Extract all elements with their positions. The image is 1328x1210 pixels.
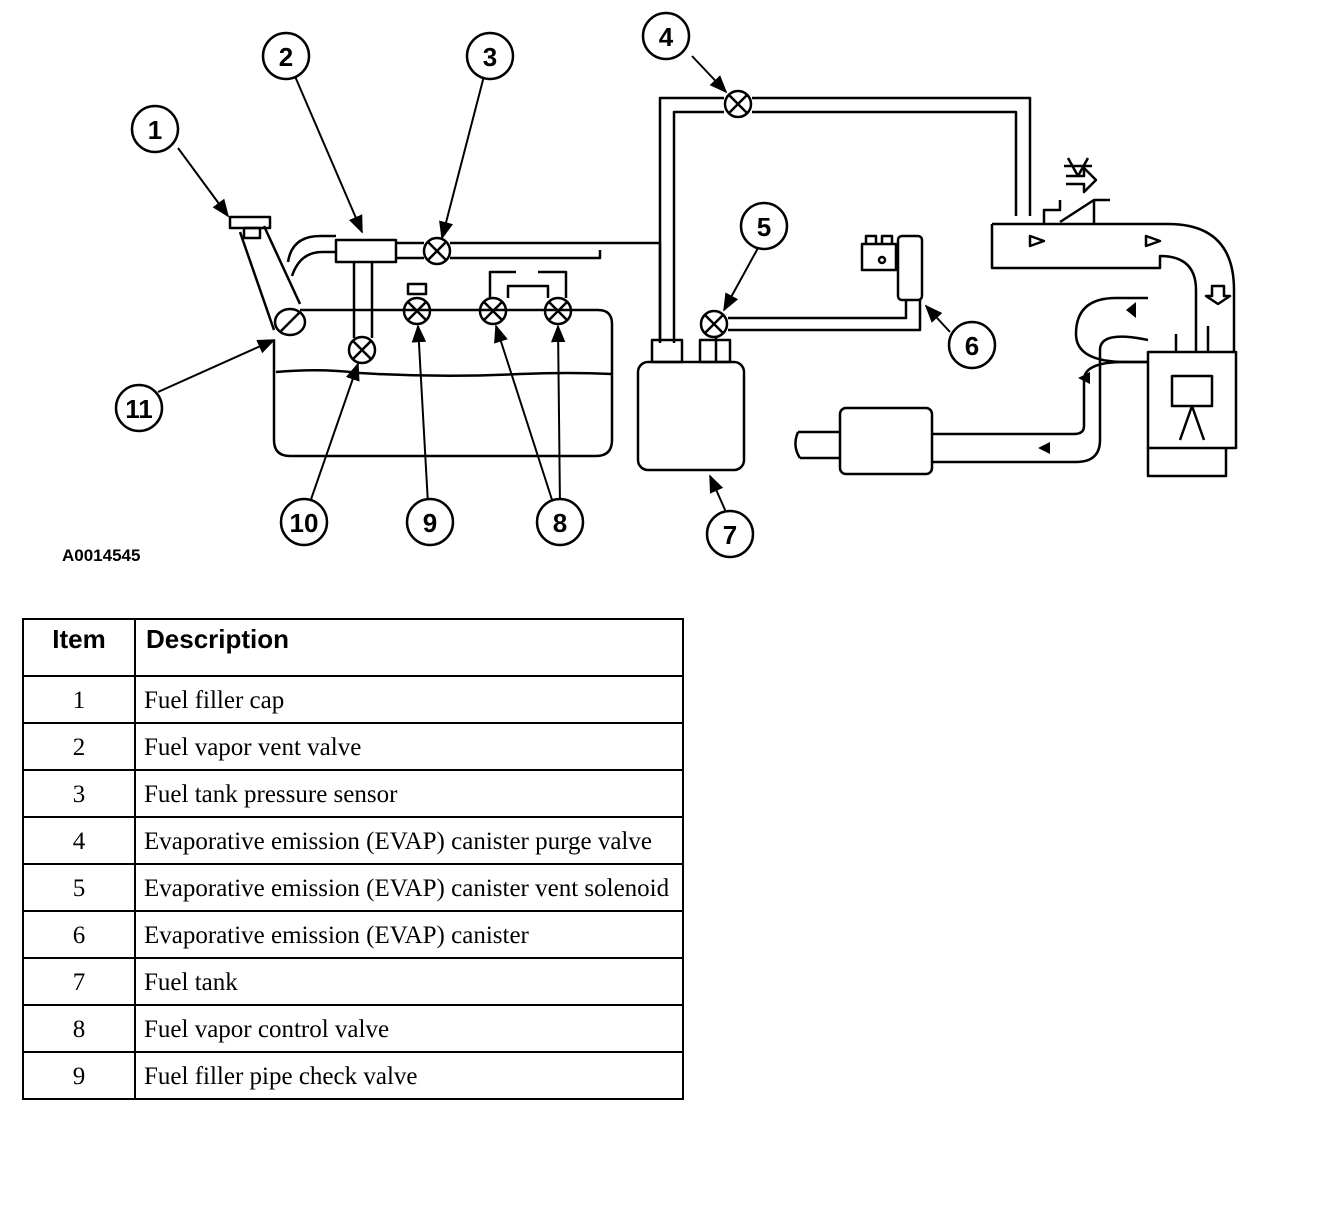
callout-label-9: 9 (423, 508, 437, 538)
leader-8b (550, 324, 566, 507)
callout-label-8: 8 (553, 508, 567, 538)
leader-6 (924, 304, 951, 333)
table-row: 7 Fuel tank (22, 957, 684, 1006)
leader-5 (723, 247, 759, 312)
callout-circle-2 (261, 31, 311, 81)
engine-cylinder (1146, 326, 1238, 478)
row-description: Fuel vapor control valve (134, 1004, 684, 1053)
callout-circle-7 (705, 509, 755, 559)
callout-label-6: 6 (965, 331, 979, 361)
row-item: 2 (22, 722, 136, 771)
fuel-tank-pressure-sensor (422, 236, 452, 266)
row-item: 7 (22, 957, 136, 1006)
fuel-vapor-control-valves (478, 270, 573, 326)
row-description: Fuel filler cap (134, 675, 684, 724)
exhaust-flow-arrows (1038, 302, 1136, 454)
row-description: Evaporative emission (EVAP) canister ven… (134, 863, 684, 912)
table-row: 2 Fuel vapor vent valve (22, 722, 684, 771)
callout-circle-3 (465, 31, 515, 81)
callout-circle-4 (641, 11, 691, 61)
row-item: 1 (22, 675, 136, 724)
header-item: Item (22, 618, 136, 677)
callout-circle-6 (947, 320, 997, 370)
callout-circle-5 (739, 201, 789, 251)
callout-circle-10 (279, 497, 329, 547)
filler-neck (238, 225, 302, 331)
table-row: 8 Fuel vapor control valve (22, 1004, 684, 1053)
figure-code: A0014545 (62, 546, 141, 565)
callout-label-11: 11 (125, 394, 153, 424)
filler-vapor-tube (286, 234, 336, 277)
callout-circle-1 (130, 104, 180, 154)
callout-label-2: 2 (279, 42, 293, 72)
leader-4 (691, 55, 728, 94)
leader-10 (307, 362, 360, 509)
callout-label-1: 1 (148, 115, 162, 145)
row-item: 9 (22, 1051, 136, 1100)
table-row: 6 Evaporative emission (EVAP) canister (22, 910, 684, 959)
fuel-filler-cap (228, 215, 272, 240)
callout-label-5: 5 (757, 212, 771, 242)
fuel-vapor-vent-valve (334, 238, 398, 338)
intake-manifold (990, 166, 1236, 352)
leader-11 (157, 339, 276, 393)
leader-7 (709, 474, 727, 513)
vent-solenoid-line (714, 300, 922, 362)
canister-vent-solenoid (699, 309, 729, 339)
row-description: Fuel tank (134, 957, 684, 1006)
row-item: 8 (22, 1004, 136, 1053)
header-description: Description (134, 618, 684, 677)
valve-9 (402, 282, 432, 326)
evap-canister (636, 338, 746, 472)
leader-9 (411, 324, 429, 505)
canister-device-6 (860, 234, 924, 302)
callout-label-4: 4 (659, 22, 674, 52)
row-item: 6 (22, 910, 136, 959)
row-description: Evaporative emission (EVAP) canister (134, 910, 684, 959)
evap-system-diagram: 1 2 3 4 5 6 7 8 9 10 11 (114, 11, 1238, 559)
leader-1 (177, 147, 230, 218)
table-row: 3 Fuel tank pressure sensor (22, 769, 684, 818)
table-row: 1 Fuel filler cap (22, 675, 684, 724)
callout-circle-8 (535, 497, 585, 547)
sensor-to-canister-tube (450, 241, 662, 342)
row-description: Evaporative emission (EVAP) canister pur… (134, 816, 684, 865)
fuel-level-line (275, 368, 613, 378)
row-description: Fuel filler pipe check valve (134, 1051, 684, 1100)
table-row: 9 Fuel filler pipe check valve (22, 1051, 684, 1100)
callout-label-7: 7 (723, 520, 737, 550)
purge-line (658, 96, 1032, 343)
leader-2 (293, 73, 363, 234)
filler-pipe-check-valve-11 (273, 307, 307, 337)
row-item: 4 (22, 816, 136, 865)
leader-8a (494, 324, 555, 507)
legend-table: Item Description 1 Fuel filler cap 2 Fue… (22, 618, 684, 1100)
callout-label-10: 10 (290, 508, 319, 538)
legend-header-row: Item Description (22, 618, 684, 677)
vent-to-sensor-tube (396, 241, 424, 260)
airflow-arrow-top (1064, 157, 1092, 178)
row-description: Fuel tank pressure sensor (134, 769, 684, 818)
callout-circle-9 (405, 497, 455, 547)
valve-10 (347, 335, 377, 365)
fuel-tank-outline (272, 308, 614, 458)
table-row: 4 Evaporative emission (EVAP) canister p… (22, 816, 684, 865)
airflow-arrow-down (1204, 284, 1232, 306)
row-description: Fuel vapor vent valve (134, 722, 684, 771)
table-row: 5 Evaporative emission (EVAP) canister v… (22, 863, 684, 912)
row-item: 5 (22, 863, 136, 912)
callout-label-3: 3 (483, 42, 497, 72)
canister-purge-valve (723, 89, 753, 119)
row-item: 3 (22, 769, 136, 818)
exhaust-pipe (794, 296, 1149, 476)
callout-circle-11 (114, 383, 164, 433)
leader-3 (439, 75, 485, 240)
